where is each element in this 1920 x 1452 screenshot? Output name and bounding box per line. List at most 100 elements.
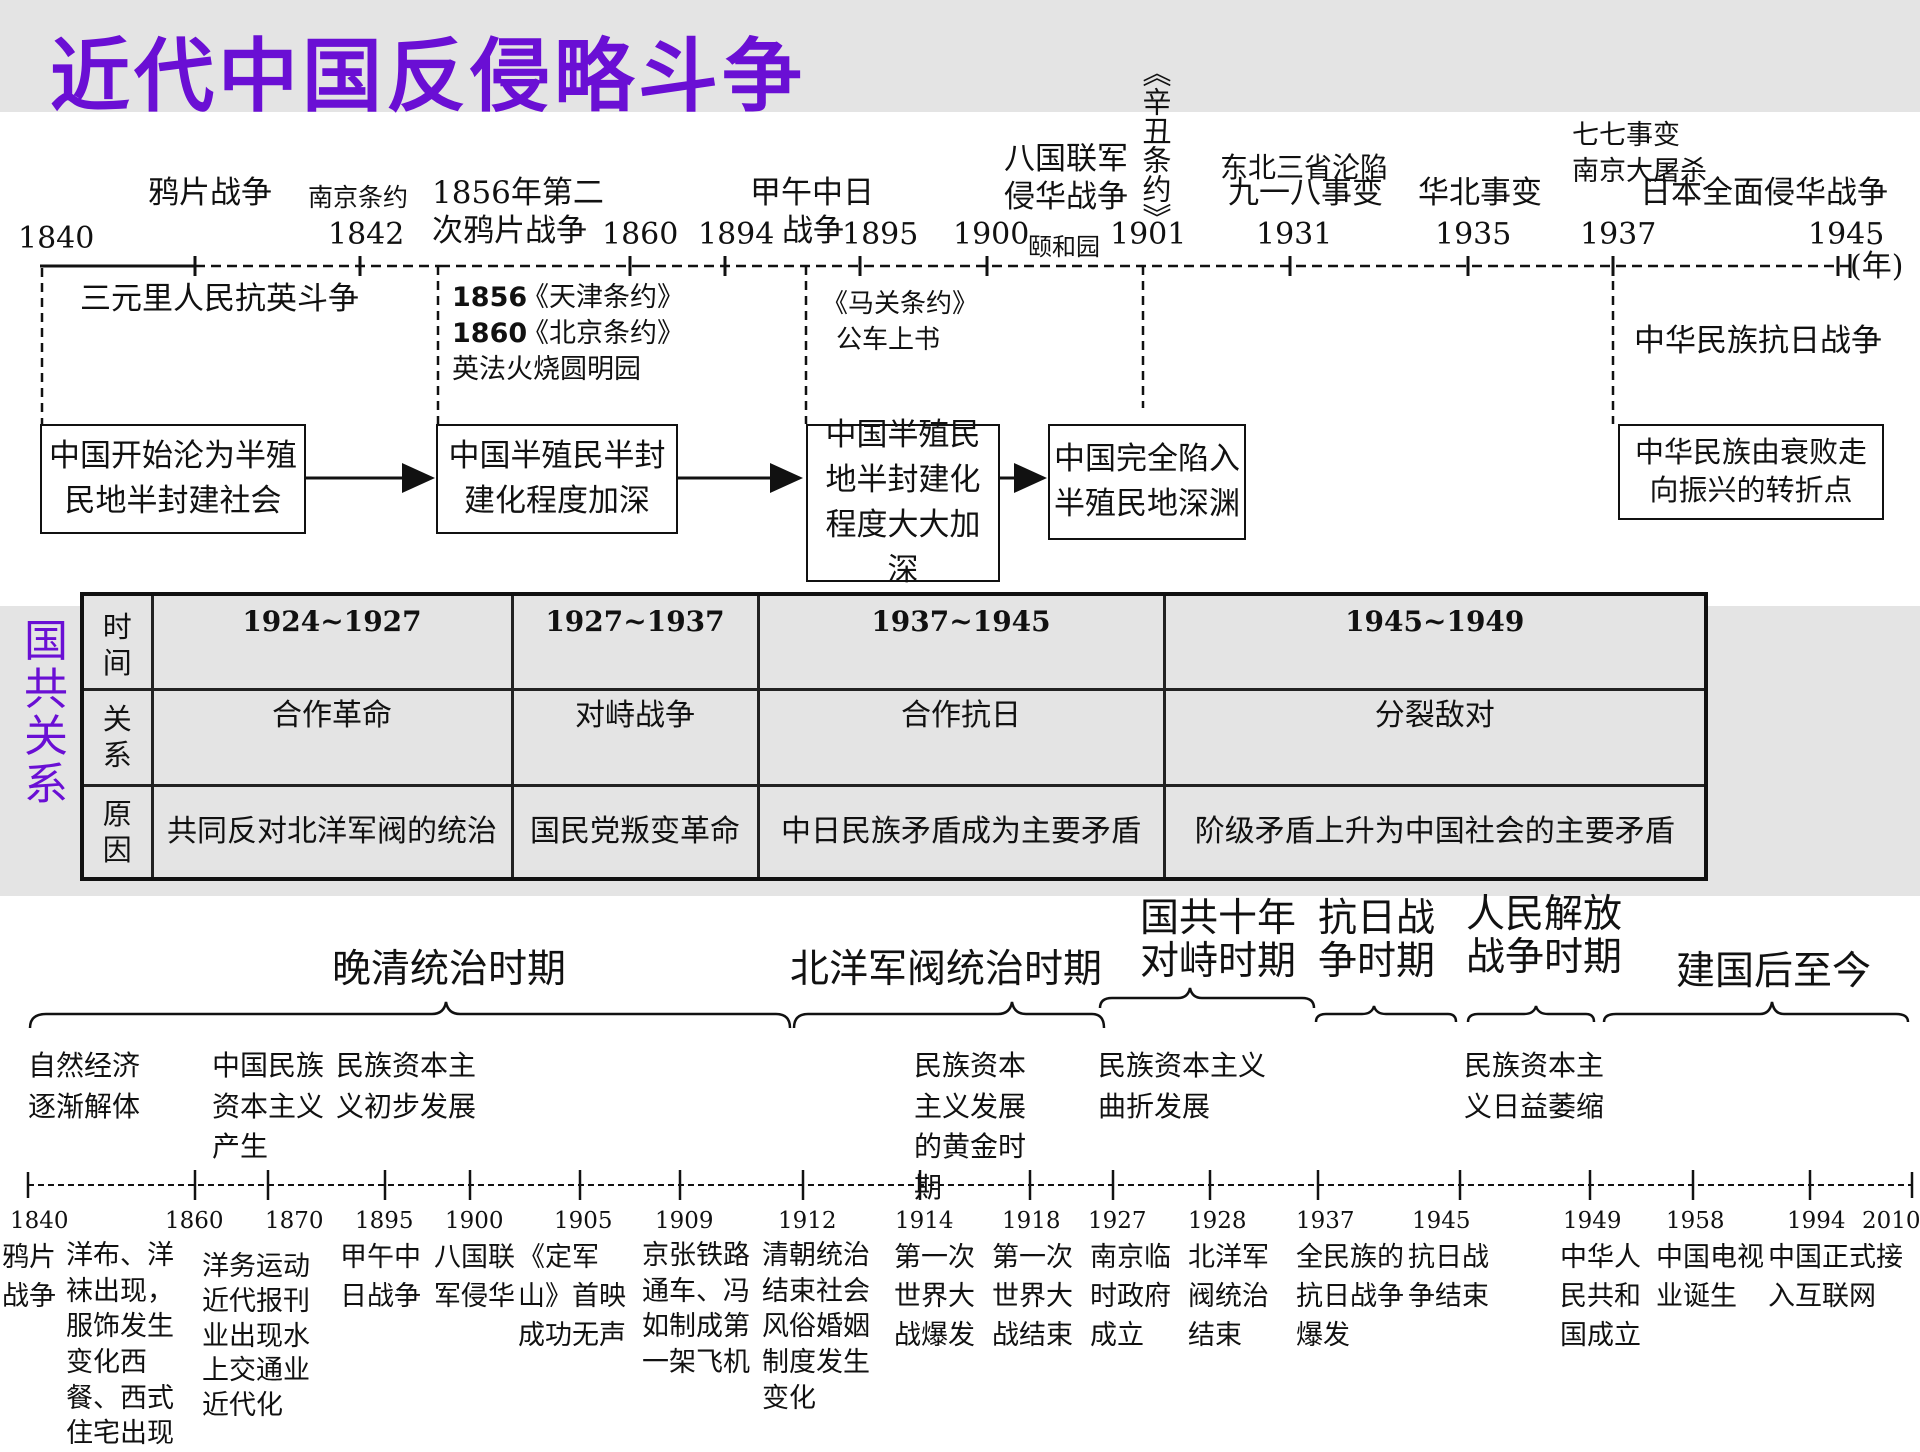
lower-event: 中国正式接入互联网 <box>1768 1242 1903 1313</box>
axis-unit: (年) <box>1850 249 1904 284</box>
period-liberation-war: 人民解放战争时期 <box>1466 892 1623 980</box>
lower-event: 甲午中日战争 <box>340 1242 421 1313</box>
period-anti-japanese: 抗日战争时期 <box>1318 896 1436 984</box>
reason-cell: 阶级矛盾上升为中国社会的主要矛盾 <box>1162 783 1708 881</box>
row-header-time: 时间 <box>80 592 154 691</box>
stage-box-4: 中国完全陷入 半殖民地深渊 <box>1048 424 1246 540</box>
lower-event: 第一次世界大战爆发 <box>894 1242 975 1352</box>
lower-year: 1928 <box>1188 1208 1247 1234</box>
year-1901: 1901 <box>1110 217 1187 252</box>
row-header-reason: 原因 <box>80 783 154 881</box>
event-sino-japanese-1: 甲午中日 <box>750 175 874 211</box>
year-1937: 1937 <box>1580 217 1657 252</box>
year-1840: 1840 <box>18 221 95 256</box>
lower-year: 1949 <box>1563 1208 1622 1234</box>
note-yuanmingyuan: 英法火烧圆明园 <box>452 354 641 385</box>
lower-year: 1994 <box>1787 1208 1846 1234</box>
row-header-relation: 关系 <box>80 687 154 787</box>
period-kmt-cpc-ten-years: 国共十年对峙时期 <box>1140 896 1297 984</box>
year-1931: 1931 <box>1256 217 1333 252</box>
title-band <box>0 0 1920 112</box>
lower-event: 抗日战争结束 <box>1408 1242 1489 1313</box>
lower-event: 中华人民共和国成立 <box>1560 1242 1641 1352</box>
table-row-time: 时间 1924~1927 1927~1937 1937~1945 1945~19… <box>80 592 1708 691</box>
lower-year: 1927 <box>1088 1208 1147 1234</box>
event-second-opium-war-2: 次鸦片战争 <box>432 213 587 249</box>
event-july7: 七七事变 <box>1572 120 1680 151</box>
lower-event: 南京临时政府成立 <box>1090 1242 1171 1352</box>
reason-cell: 国民党叛变革命 <box>510 783 760 881</box>
lower-year: 1945 <box>1412 1208 1471 1234</box>
lower-event: 洋务运动近代报刊业出现水上交通业近代化 <box>202 1251 310 1422</box>
kmt-cpc-side-label: 国共关系 <box>24 616 68 810</box>
note-resistance-war: 中华民族抗日战争 <box>1634 323 1882 359</box>
note-maguan: 《马关条约》 <box>822 289 979 319</box>
lower-year: 1909 <box>655 1208 714 1234</box>
economy-note: 民族资本主义初步发展 <box>336 1049 477 1123</box>
year-1842: 1842 <box>328 217 405 252</box>
event-yiheyuan: 颐和园 <box>1028 233 1100 261</box>
event-nanjing-massacre: 南京大屠杀 <box>1572 156 1707 187</box>
event-xinchou-treaty: 《辛丑条约》 <box>1138 58 1172 232</box>
economy-note: 自然经济逐渐解体 <box>28 1049 141 1123</box>
lower-event: 全民族的抗日战争爆发 <box>1296 1242 1404 1352</box>
event-northeast-fall: 东北三省沦陷 <box>1220 151 1389 184</box>
year-1895: 1895 <box>842 217 919 252</box>
stage-box-3: 中国半殖民 地半封建化 程度大大加深 <box>806 417 1000 588</box>
lower-event: 第一次世界大战结束 <box>992 1242 1073 1352</box>
note-tianjin: 《天津条约》 <box>522 282 684 313</box>
event-sino-japanese-2: 战争 <box>782 213 844 249</box>
lower-year: 1912 <box>778 1208 837 1234</box>
period-beiyang: 北洋军阀统治时期 <box>790 947 1103 992</box>
year-1945: 1945 <box>1808 217 1885 252</box>
relation-cell: 合作革命 <box>150 687 514 787</box>
lower-year: 1900 <box>445 1208 504 1234</box>
event-eight-nation-2: 侵华战争 <box>1004 179 1128 215</box>
note-tianjin-year: 1856 <box>452 282 528 313</box>
lower-year: 1860 <box>165 1208 224 1234</box>
stage-box-5: 中华民族由衰败走 向振兴的转折点 <box>1618 424 1884 520</box>
stage-box-2: 中国半殖民半封 建化程度加深 <box>436 424 678 534</box>
lower-year: 1918 <box>1002 1208 1061 1234</box>
lower-year: 2010 <box>1862 1208 1920 1234</box>
lower-event: 鸦片战争 <box>2 1242 56 1313</box>
event-opium-war: 鸦片战争 <box>148 175 272 211</box>
lower-event: 京张铁路通车、冯如制成第一架飞机 <box>642 1240 750 1378</box>
stage-box-1: 中国开始沦为半殖 民地半封建社会 <box>40 424 306 534</box>
note-gongche: 公车上书 <box>836 325 941 355</box>
economy-note: 民族资本主义发展的黄金时期 <box>914 1049 1027 1204</box>
relation-cell: 对峙战争 <box>510 687 760 787</box>
lower-event: 中国电视业诞生 <box>1656 1242 1764 1313</box>
event-full-invasion: 日本全面侵华战争 <box>1640 175 1888 211</box>
period-cell: 1924~1927 <box>150 592 514 691</box>
table-row-reason: 原因 共同反对北洋军阀的统治 国民党叛变革命 中日民族矛盾成为主要矛盾 阶级矛盾… <box>80 783 1708 881</box>
kmt-cpc-table: 时间 1924~1927 1927~1937 1937~1945 1945~19… <box>80 592 1708 881</box>
lower-year: 1914 <box>895 1208 954 1234</box>
lower-year: 1840 <box>10 1208 69 1234</box>
year-1894: 1894 <box>698 217 775 252</box>
lower-event: 洋布、洋袜出现，服饰发生变化西餐、西式住宅出现 <box>66 1240 174 1450</box>
period-late-qing: 晚清统治时期 <box>332 947 567 992</box>
event-sept18: 九一八事变 <box>1228 175 1383 211</box>
period-cell: 1937~1945 <box>756 592 1166 691</box>
lower-year: 1895 <box>355 1208 414 1234</box>
note-beijing: 《北京条约》 <box>522 318 684 349</box>
lower-year: 1870 <box>265 1208 324 1234</box>
year-1900: 1900 <box>953 217 1030 252</box>
lower-year: 1958 <box>1666 1208 1725 1234</box>
event-eight-nation-1: 八国联军 <box>1004 141 1128 177</box>
period-after-founding: 建国后至今 <box>1676 949 1872 994</box>
table-row-relation: 关系 合作革命 对峙战争 合作抗日 分裂敌对 <box>80 687 1708 787</box>
reason-cell: 共同反对北洋军阀的统治 <box>150 783 514 881</box>
note-sanyuanli: 三元里人民抗英斗争 <box>80 281 359 317</box>
lower-event: 北洋军阀统治结束 <box>1188 1242 1269 1352</box>
reason-cell: 中日民族矛盾成为主要矛盾 <box>756 783 1166 881</box>
period-cell: 1927~1937 <box>510 592 760 691</box>
lower-event: 八国联军侵华 <box>434 1242 515 1313</box>
event-north-china: 华北事变 <box>1418 175 1542 211</box>
event-second-opium-war-1: 1856年第二 <box>432 175 604 211</box>
relation-cell: 合作抗日 <box>756 687 1166 787</box>
lower-event: 《定军山》首映成功无声 <box>518 1242 626 1352</box>
lower-year: 1937 <box>1296 1208 1355 1234</box>
